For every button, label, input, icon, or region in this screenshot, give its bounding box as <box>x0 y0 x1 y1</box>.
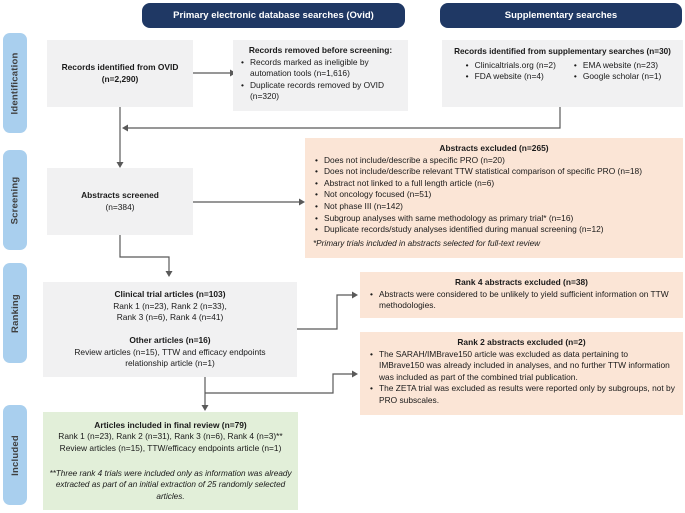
header-supplementary-label: Supplementary searches <box>504 10 618 21</box>
stage-label-identification: Identification <box>3 33 27 133</box>
box-articles-included-final-review: Articles included in final review (n=79)… <box>43 412 298 510</box>
box-records-identified-ovid: Records identified from OVID (n=2,290) <box>47 40 193 107</box>
box-title: Records removed before screening: <box>248 45 393 55</box>
bullet-item: Not oncology focused (n=51) <box>313 189 675 201</box>
stage-label-screening: Screening <box>3 150 27 250</box>
bullet-item: Google scholar (n=1) <box>572 71 661 83</box>
box-clinical-trial-articles: Clinical trial articles (n=103) Rank 1 (… <box>43 282 297 377</box>
rank-breakdown-line: Rank 1 (n=23), Rank 2 (n=33), <box>113 300 227 311</box>
arrow-screened-to-trials <box>119 235 170 271</box>
other-articles-line: Review articles (n=15), TTW and efficacy… <box>74 346 266 357</box>
bullet-item: FDA website (n=4) <box>464 71 556 83</box>
arrow-trials-to-rank4-excluded <box>297 294 352 330</box>
arrowhead-right <box>352 370 358 378</box>
bullet-item: EMA website (n=23) <box>572 60 661 72</box>
stage-label-included: Included <box>3 405 27 505</box>
header-primary-searches: Primary electronic database searches (Ov… <box>142 3 405 28</box>
box-rank2-abstracts-excluded: Rank 2 abstracts excluded (n=2) The SARA… <box>360 332 683 415</box>
box-footnote: **Three rank 4 trials were included only… <box>49 468 292 501</box>
final-review-line: Review articles (n=15), TTW/efficacy end… <box>59 442 282 453</box>
bullet-item: Abstract not linked to a full length art… <box>313 178 675 190</box>
supplementary-sources-column-2: EMA website (n=23) Google scholar (n=1) <box>572 60 661 83</box>
box-title: Clinical trial articles (n=103) <box>114 289 226 300</box>
bullet-item: The SARAH/IMBrave150 article was exclude… <box>368 349 675 384</box>
box-title: Rank 2 abstracts excluded (n=2) <box>457 337 586 347</box>
supplementary-sources-column-1: Clinicaltrials.org (n=2) FDA website (n=… <box>464 60 556 83</box>
bullet-item: Records marked as ineligible by automati… <box>239 57 402 80</box>
bullet-item: Duplicate records removed by OVID (n=320… <box>239 80 402 103</box>
stage-label-ranking: Ranking <box>3 263 27 363</box>
box-rank4-abstracts-excluded: Rank 4 abstracts excluded (n=38) Abstrac… <box>360 272 683 318</box>
arrow-supplementary-merge <box>128 107 561 129</box>
other-articles-line: relationship article (n=1) <box>125 358 215 369</box>
arrowhead-right <box>299 198 305 206</box>
box-count: (n=384) <box>105 201 135 212</box>
box-abstracts-screened: Abstracts screened (n=384) <box>47 168 193 235</box>
rank-breakdown-line: Rank 3 (n=6), Rank 4 (n=41) <box>116 312 224 323</box>
box-count: (n=2,290) <box>101 73 139 84</box>
box-title: Records identified from supplementary se… <box>454 47 671 56</box>
box-title: Other articles (n=16) <box>129 335 211 345</box>
arrowhead-left <box>122 124 128 132</box>
box-abstracts-excluded: Abstracts excluded (n=265) Does not incl… <box>305 138 683 258</box>
arrow-trials-to-rank2-excluded <box>205 373 352 394</box>
bullet-item: Does not include/describe relevant TTW s… <box>313 166 675 178</box>
bullet-item: Abstracts were considered to be unlikely… <box>368 289 675 312</box>
header-primary-label: Primary electronic database searches (Ov… <box>173 10 374 21</box>
box-title: Records identified from OVID <box>61 61 179 72</box>
header-supplementary-searches: Supplementary searches <box>440 3 682 28</box>
arrowhead-down <box>165 271 173 277</box>
bullet-item: Not phase III (n=142) <box>313 201 675 213</box>
box-supplementary-records: Records identified from supplementary se… <box>442 40 683 107</box>
arrowhead-down <box>201 405 209 411</box>
bullet-item: Clinicaltrials.org (n=2) <box>464 60 556 72</box>
box-title: Abstracts excluded (n=265) <box>439 143 549 153</box>
bullet-item: Duplicate records/study analyses identif… <box>313 224 675 236</box>
box-title: Abstracts screened <box>81 189 159 200</box>
box-footnote: *Primary trials included in abstracts se… <box>313 238 541 248</box>
arrowhead-down <box>116 162 124 168</box>
box-title: Rank 4 abstracts excluded (n=38) <box>455 277 588 287</box>
box-title: Articles included in final review (n=79) <box>94 419 247 430</box>
arrowhead-right <box>352 291 358 299</box>
final-review-line: Rank 1 (n=23), Rank 2 (n=31), Rank 3 (n=… <box>58 431 283 442</box>
bullet-item: The ZETA trial was excluded as results w… <box>368 383 675 406</box>
box-records-removed: Records removed before screening: Record… <box>233 40 408 111</box>
bullet-item: Subgroup analyses with same methodology … <box>313 213 675 225</box>
bullet-item: Does not include/describe a specific PRO… <box>313 155 675 167</box>
